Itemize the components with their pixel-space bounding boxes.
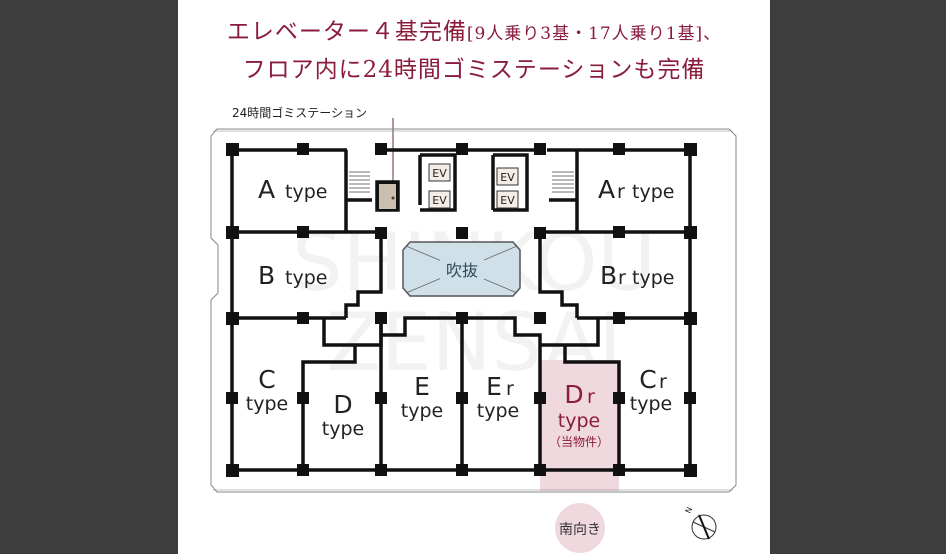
- headline-detail: [9人乗り3基・17人乗り1基]、: [466, 24, 722, 44]
- stairs-right: [552, 171, 574, 193]
- svg-text:r: r: [617, 181, 625, 203]
- trash-station: [377, 182, 398, 211]
- atrium-label: 吹抜: [446, 261, 478, 280]
- structural-columns: [226, 143, 697, 477]
- south-facing-label: 南向き: [559, 522, 601, 538]
- headline-line1: エレベーター４基完備[9人乗り3基・17人乗り1基]、: [178, 12, 770, 46]
- svg-text:type: type: [322, 418, 364, 440]
- stairs-left: [349, 171, 370, 193]
- svg-text:type: type: [285, 267, 327, 289]
- svg-text:type: type: [477, 400, 519, 422]
- svg-text:r: r: [659, 371, 667, 393]
- svg-text:D: D: [333, 390, 352, 419]
- elevator-label: EV: [500, 171, 515, 184]
- south-facing-badge: [555, 503, 605, 553]
- elevator-label: EV: [500, 194, 515, 207]
- svg-text:C: C: [639, 365, 656, 394]
- svg-text:type: type: [630, 393, 672, 415]
- svg-text:type: type: [401, 400, 443, 422]
- svg-text:type: type: [632, 267, 674, 289]
- svg-text:N: N: [684, 506, 695, 515]
- compass-icon: N: [684, 506, 717, 540]
- elevator-label: EV: [432, 167, 447, 180]
- svg-text:type: type: [285, 181, 327, 203]
- elevators: EV EV EV EV: [428, 163, 519, 209]
- svg-text:type: type: [632, 181, 674, 203]
- svg-text:B: B: [600, 261, 617, 290]
- trash-station-callout: 24時間ゴミステーション: [232, 105, 367, 120]
- svg-text:r: r: [506, 378, 514, 400]
- svg-text:A: A: [598, 175, 615, 204]
- svg-text:E: E: [486, 372, 502, 401]
- headline-main: エレベーター４基完備: [226, 19, 467, 45]
- svg-text:A: A: [258, 175, 275, 204]
- headline-line2: フロア内に24時間ゴミステーションも完備: [242, 57, 706, 83]
- svg-text:E: E: [414, 372, 430, 401]
- atrium: 吹抜: [402, 241, 521, 297]
- building-outline: [210, 128, 737, 493]
- svg-text:r: r: [618, 267, 626, 289]
- svg-text:type: type: [558, 410, 600, 432]
- elevator-label: EV: [432, 194, 447, 207]
- svg-text:B: B: [258, 261, 275, 290]
- svg-text:（当物件）: （当物件）: [549, 435, 609, 449]
- svg-text:C: C: [258, 365, 275, 394]
- svg-text:type: type: [246, 393, 288, 415]
- svg-text:D: D: [564, 380, 583, 409]
- svg-text:r: r: [587, 386, 595, 408]
